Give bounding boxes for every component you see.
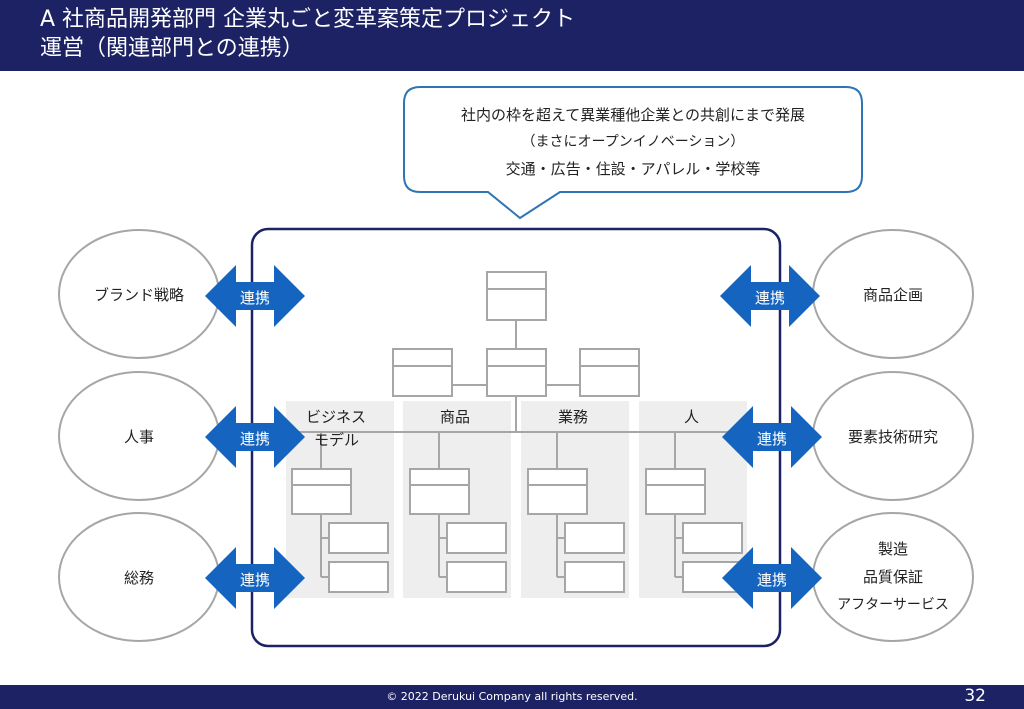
org-sub-box	[328, 522, 389, 554]
dept-hr: 人事	[123, 428, 154, 446]
link-label-right-3: 連携	[756, 571, 787, 589]
org-box-center	[486, 348, 547, 397]
org-sub-box	[564, 522, 625, 554]
org-sub-box	[328, 561, 389, 593]
column-label-product: 商品	[440, 408, 471, 426]
org-sub-box	[564, 561, 625, 593]
bubble-text-line2: （まさにオープンイノベーション）	[521, 134, 745, 150]
dept-after-service: アフターサービス	[837, 597, 949, 613]
page-number: 32	[964, 686, 986, 706]
org-box-business-model-head	[291, 468, 352, 515]
slide-title-line1: A 社商品開発部門 企業丸ごと変革案策定プロジェクト	[40, 7, 576, 32]
link-label-left-3: 連携	[239, 571, 270, 589]
org-sub-box	[446, 522, 507, 554]
dept-product-planning: 商品企画	[862, 286, 923, 304]
dept-general-affairs: 総務	[123, 569, 154, 587]
org-box-top	[486, 271, 547, 321]
dept-core-tech-research: 要素技術研究	[847, 428, 938, 446]
org-box-operations-head	[527, 468, 588, 515]
link-label-right-2: 連携	[756, 430, 787, 448]
slide-title-line2: 運営（関連部門との連携）	[40, 36, 304, 61]
column-label-operations: 業務	[558, 408, 589, 426]
column-label-model: モデル	[314, 431, 360, 449]
link-arrow-left-2	[205, 406, 305, 468]
org-sub-box	[446, 561, 507, 593]
column-label-people: 人	[684, 408, 700, 426]
link-arrow-right-1	[720, 265, 820, 327]
link-arrow-right-3	[722, 547, 822, 609]
bubble-text-line3: 交通・広告・住設・アパレル・学校等	[505, 160, 761, 178]
org-box-product-head	[409, 468, 470, 515]
org-sub-box	[682, 522, 743, 554]
link-arrow-left-1	[205, 265, 305, 327]
org-chart-connectors	[270, 320, 763, 578]
title-bar: A 社商品開発部門 企業丸ごと変革案策定プロジェクト 運営（関連部門との連携）	[0, 0, 1024, 71]
footer-bar: © 2022 Derukui Company all rights reserv…	[0, 685, 1024, 709]
link-arrow-right-2	[722, 406, 822, 468]
dept-manufacturing: 製造	[877, 540, 908, 558]
org-box-right	[579, 348, 640, 397]
org-box-people-head	[645, 468, 706, 515]
link-label-left-1: 連携	[239, 289, 270, 307]
dept-brand-strategy: ブランド戦略	[93, 286, 184, 304]
link-arrow-left-3	[205, 547, 305, 609]
bubble-text-line1: 社内の枠を超えて異業種他企業との共創にまで発展	[460, 106, 806, 124]
copyright-text: © 2022 Derukui Company all rights reserv…	[386, 690, 638, 703]
column-label-business: ビジネス	[306, 408, 367, 426]
link-label-right-1: 連携	[754, 289, 785, 307]
org-box-left	[392, 348, 453, 397]
dept-quality-assurance: 品質保証	[862, 568, 923, 586]
speech-bubble	[403, 86, 863, 220]
link-label-left-2: 連携	[239, 430, 270, 448]
